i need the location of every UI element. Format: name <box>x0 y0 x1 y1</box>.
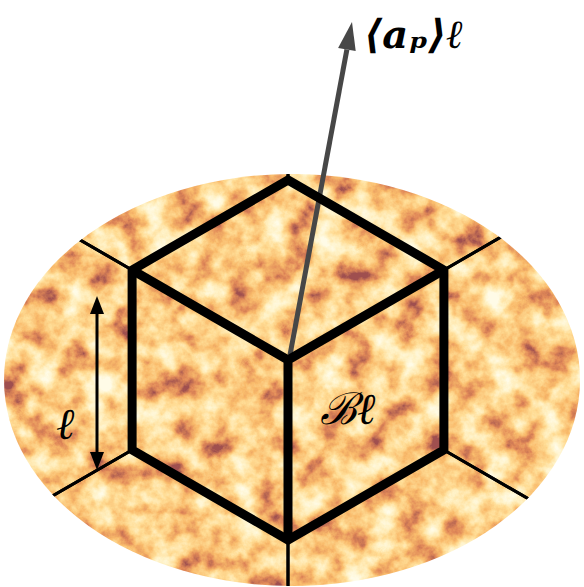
hex-cell <box>444 180 584 540</box>
flow-texture <box>0 170 584 587</box>
average-acceleration-label: ⟨aₚ⟩ℓ <box>364 14 464 54</box>
length-label: ℓ <box>56 402 74 446</box>
hexagon-outline <box>108 175 470 547</box>
averaging-cell: ℬℓ <box>108 175 470 547</box>
hex-cell <box>0 0 288 270</box>
region-label: ℬℓ <box>320 387 375 431</box>
length-arrow <box>90 296 104 470</box>
hex-cell <box>0 180 132 540</box>
